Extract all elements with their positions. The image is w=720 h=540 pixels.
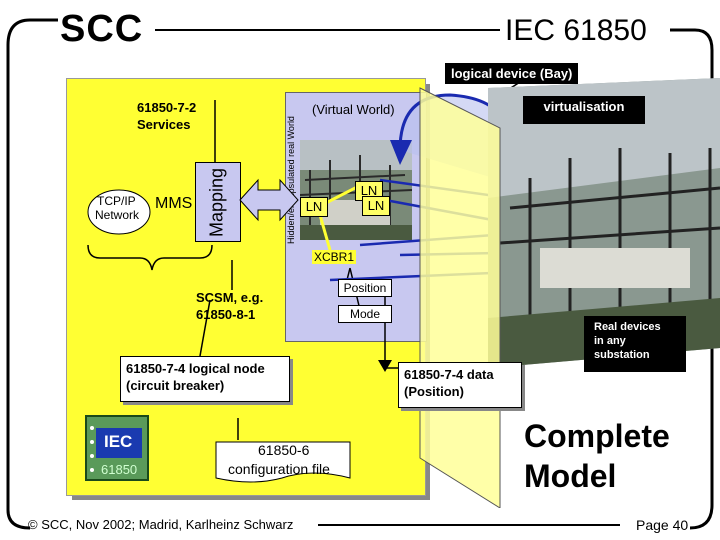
data-line1: 61850-7-4 data [404, 367, 494, 382]
tcpip-line2: Network [95, 208, 140, 222]
real-devices-line3: substation [594, 349, 650, 361]
ln-box-left: LN [300, 197, 328, 217]
logical-node-note: 61850-7-4 logical node (circuit breaker) [120, 356, 290, 402]
complete-model-line1: Complete [524, 418, 670, 454]
scsm-line2: 61850-8-1 [196, 307, 256, 322]
logical-device-label: logical device (Bay) [445, 63, 579, 84]
tcpip-line1: TCP/IP [97, 194, 136, 208]
services-line1: 61850-7-2 [137, 100, 197, 115]
footer-copyright: © SCC, Nov 2002; Madrid, Karlheinz Schwa… [28, 517, 294, 532]
virtual-world-label: (Virtual World) [312, 102, 395, 117]
services-line2: Services [137, 117, 191, 132]
virtualisation-label: virtualisation [523, 96, 645, 124]
page-number: Page 40 [636, 517, 689, 533]
data-note: 61850-7-4 data (Position) [398, 362, 522, 408]
ln-box-right: LN [362, 196, 390, 216]
tcpip-cloud [87, 189, 151, 235]
config-line2: configuration file [228, 461, 330, 477]
logical-node-line2: (circuit breaker) [126, 378, 225, 393]
iec-badge-number: 61850 [101, 462, 138, 477]
slide-title: IEC 61850 [505, 14, 647, 47]
data-line2: (Position) [404, 384, 464, 399]
complete-model-line2: Model [524, 458, 617, 494]
xcbr-label: XCBR1 [312, 250, 357, 264]
virtualisation-plane [419, 87, 501, 508]
iec-badge [85, 415, 149, 481]
mapping-box [195, 162, 241, 242]
mode-box: Mode [338, 305, 392, 323]
real-devices-box: Real devices in any substation [584, 316, 686, 372]
mms-label: MMS [155, 195, 193, 212]
config-file-doc [215, 441, 351, 483]
logical-node-line1: 61850-7-4 logical node [126, 361, 265, 376]
real-devices-line2: in any [594, 335, 626, 347]
iec-badge-text: IEC [104, 432, 133, 451]
scsm-line1: SCSM, e.g. [196, 290, 264, 305]
position-box: Position [338, 279, 392, 297]
config-line1: 61850-6 [258, 442, 310, 458]
scc-logo: SCC [60, 8, 144, 50]
real-devices-line1: Real devices [594, 321, 661, 333]
